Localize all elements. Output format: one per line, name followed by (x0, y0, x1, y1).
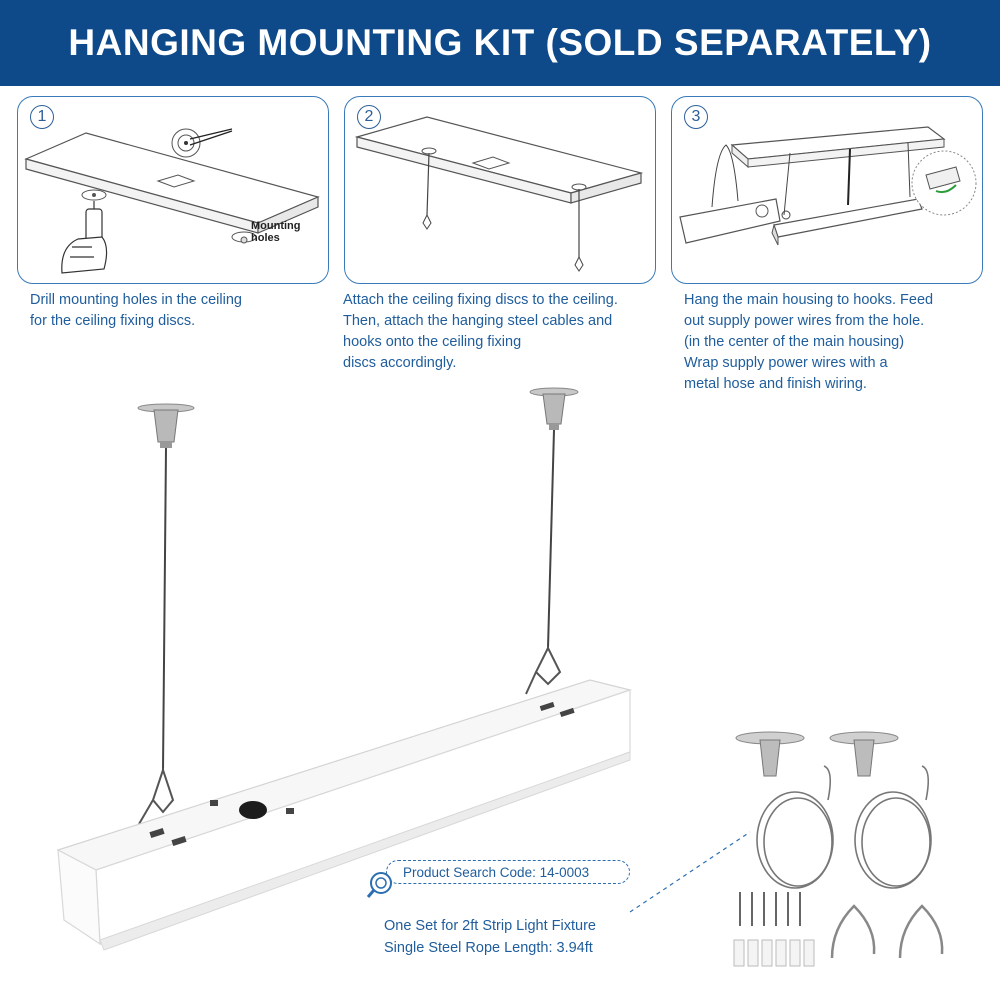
kit-ceiling-discs (735, 731, 899, 777)
step-2-number: 2 (357, 105, 381, 129)
step-1-panel: 1 Mounting holes (17, 96, 329, 284)
step-2-illustration (354, 116, 644, 272)
mounting-holes-callout: Mounting holes (251, 220, 301, 244)
kit-hooks (830, 904, 944, 959)
ceiling-disc-left (137, 403, 195, 448)
ceiling-disc-right (529, 387, 579, 430)
step-1-text: Drill mounting holes in the ceiling for … (30, 292, 242, 329)
kit-screws (739, 892, 801, 926)
page-title: HANGING MOUNTING KIT (SOLD SEPARATELY) (68, 22, 932, 63)
step-2-text: Attach the ceiling fixing discs to the c… (343, 292, 618, 371)
kit-anchors (733, 939, 815, 967)
rope-length-line: Single Steel Rope Length: 3.94ft (384, 940, 593, 956)
step-1-number: 1 (30, 105, 54, 129)
step-3-text: Hang the main housing to hooks. Feed out… (684, 292, 934, 392)
search-icon (366, 872, 392, 898)
step-3-panel: 3 (671, 96, 983, 284)
kit-steel-cables (756, 765, 932, 889)
strip-light-housing (56, 679, 633, 951)
drill-icon (61, 201, 108, 274)
step-3-illustration (679, 126, 977, 246)
product-search-code: Product Search Code: 14-0003 (386, 860, 630, 884)
banner: HANGING MOUNTING KIT (SOLD SEPARATELY) (0, 0, 1000, 86)
set-line: One Set for 2ft Strip Light Fixture (384, 918, 596, 934)
step-1-illustration (24, 128, 320, 274)
step-3-number: 3 (684, 105, 708, 129)
product-description: One Set for 2ft Strip Light Fixture Sing… (384, 915, 596, 959)
step-2-panel: 2 (344, 96, 656, 284)
